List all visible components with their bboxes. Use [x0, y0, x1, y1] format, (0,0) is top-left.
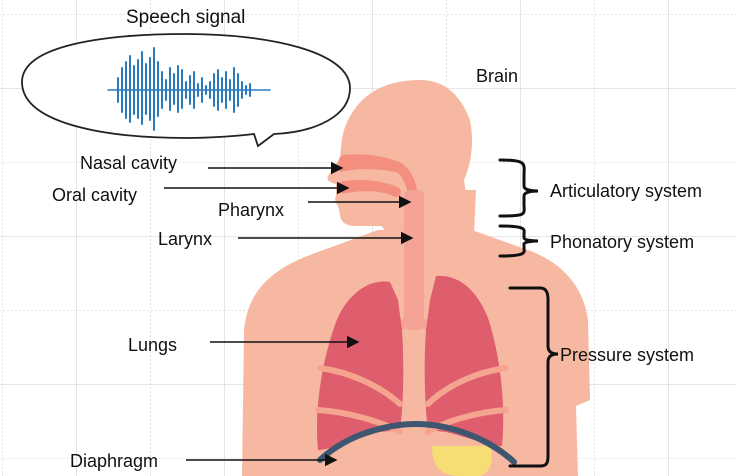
phonatory-system-label: Phonatory system: [550, 233, 694, 251]
oral-cavity-label: Oral cavity: [52, 186, 137, 204]
articulatory-system-label: Articulatory system: [550, 182, 702, 200]
nasal-cavity-label: Nasal cavity: [80, 154, 177, 172]
pharynx-label: Pharynx: [218, 201, 284, 219]
brain-label: Brain: [476, 67, 518, 85]
speech-bubble: [22, 34, 350, 146]
trachea-shape: [404, 190, 424, 330]
speech-signal-title: Speech signal: [126, 8, 245, 27]
diaphragm-label: Diaphragm: [70, 452, 158, 470]
lungs-label: Lungs: [128, 336, 177, 354]
pressure-system-label: Pressure system: [560, 346, 694, 364]
articulatory-bracket: [500, 160, 538, 216]
larynx-label: Larynx: [158, 230, 212, 248]
